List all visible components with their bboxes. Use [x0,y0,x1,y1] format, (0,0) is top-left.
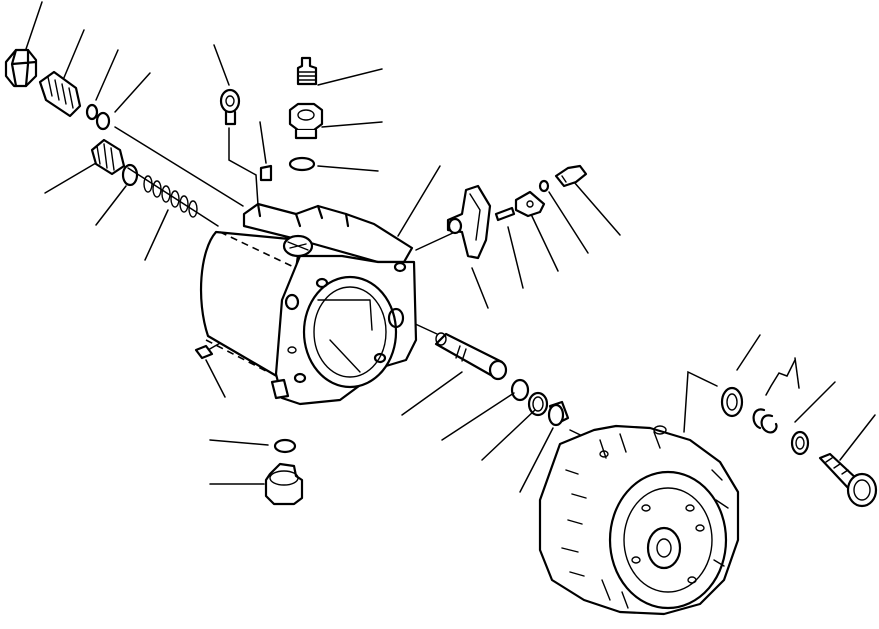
o-ring-icon [273,438,297,454]
snap-ring-icon [752,408,778,434]
leader-shaft [401,371,463,416]
leader-snap-ring-bracket [765,372,788,396]
threaded-plug-icon [38,70,82,118]
shaft-icon [434,332,508,381]
leader-hex-plug [321,121,383,128]
eye-bolt-icon [219,88,241,126]
leader-adjust-plug [62,29,85,81]
leader-set-screw [259,121,267,164]
leader-bushing [519,427,554,493]
washer-icon [538,179,550,193]
leader-bolt-large [839,414,876,461]
axis-line-eye-bolt [228,127,259,206]
leader-plug-small [205,359,226,398]
hex-plug-icon [288,102,324,140]
lever-icon [446,184,492,260]
fitting-icon [296,56,318,86]
leader-housing [397,165,441,237]
leader-eye-bolt [213,44,230,86]
housing-icon [199,202,418,406]
plug-icon [194,344,214,360]
leader-lines [24,1,876,493]
leader-small-ring [95,49,119,101]
drain-plug-icon [264,462,304,506]
leader-o-ring-top-left [114,72,151,113]
spring-icon [143,175,198,218]
o-ring-icon [288,156,316,172]
leader-spring [144,209,169,261]
leader-bearing-ring [736,334,761,371]
o-ring-icon [95,111,111,131]
o-ring-icon [510,378,530,402]
bolt-icon [818,452,878,508]
threaded-cap-icon [90,138,126,176]
axis-line-top-left [114,126,244,207]
leader-rear-body [683,370,718,433]
leader-flat-washer [794,381,836,423]
leader-nut [24,1,43,53]
leader-lever [471,267,489,309]
leader-o-ring-bottom [209,439,269,446]
leader-washer [548,191,589,254]
leader-bolt-small [573,181,621,236]
washer-icon [790,430,810,456]
leader-o-ring-mid-left [95,185,127,226]
leader-threaded-cap [44,162,97,194]
leader-o-ring-top [317,165,379,172]
pin-icon [494,206,516,222]
leader-snap-ring-bracket3 [794,357,800,389]
leader-o-ring-shaft [441,392,515,441]
leader-bracket [529,211,559,272]
axis-line-mid-left [127,167,219,227]
leader-lever-to-housing [415,231,456,251]
leader-fitting [317,68,383,86]
bolt-icon [554,164,588,188]
leader-pin [507,226,524,289]
bushing-icon [547,400,570,427]
set-screw-icon [259,164,273,182]
pump-body-icon [538,424,740,616]
ring-icon [720,386,744,418]
o-ring-icon [121,163,139,187]
bracket-icon [514,190,546,218]
leader-snap-ring-bracket2 [786,359,796,377]
seal-icon [527,391,549,417]
leader-seal-ring [481,409,536,461]
hex-nut-icon [4,48,38,88]
ring-icon [85,103,99,121]
